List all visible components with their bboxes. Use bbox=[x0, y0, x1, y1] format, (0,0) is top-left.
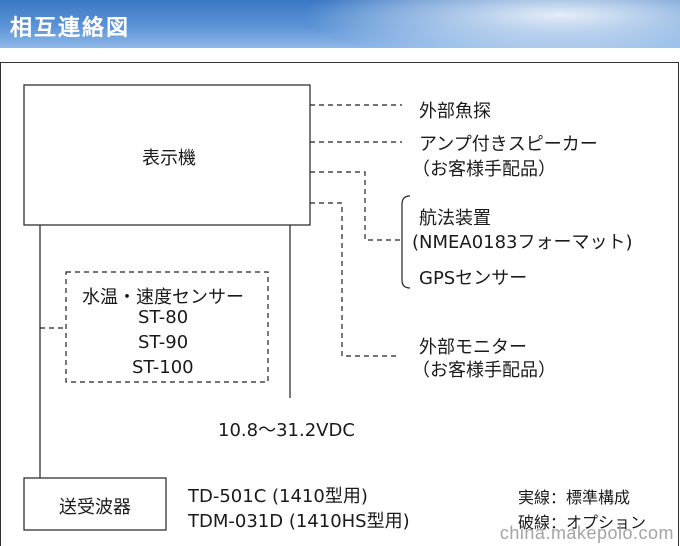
display-unit-label: 表示機 bbox=[142, 148, 196, 169]
sensor-model-3: ST-100 bbox=[132, 357, 194, 378]
section-header: 相互連絡図 bbox=[0, 0, 680, 48]
header-highlight bbox=[300, 0, 680, 48]
sensor-box bbox=[65, 271, 269, 383]
sensor-model-2: ST-90 bbox=[138, 332, 189, 353]
transducer-box bbox=[23, 477, 167, 531]
transducer-model-2: TDM-031D (1410HS型用) bbox=[188, 511, 410, 532]
gps-label: GPSセンサー bbox=[419, 268, 528, 289]
power-label: 10.8～31.2VDC bbox=[218, 420, 355, 441]
legend-solid: 実線：標準構成 bbox=[518, 488, 631, 507]
sensor-model-1: ST-80 bbox=[138, 307, 189, 328]
page-title: 相互連絡図 bbox=[10, 16, 131, 41]
diagram-frame bbox=[0, 62, 679, 546]
monitor-label-2: （お客様手配品） bbox=[412, 360, 556, 381]
transducer-label: 送受波器 bbox=[59, 497, 131, 518]
speaker-label-1: アンプ付きスピーカー bbox=[419, 134, 598, 155]
sounder-label: 外部魚探 bbox=[419, 101, 491, 122]
monitor-label-1: 外部モニター bbox=[419, 337, 527, 358]
sensor-title: 水温・速度センサー bbox=[82, 287, 244, 308]
speaker-label-2: （お客様手配品） bbox=[412, 159, 556, 180]
legend-dashed: 破線：オプション bbox=[518, 513, 647, 532]
nav-label-1: 航法装置 bbox=[419, 208, 491, 229]
nav-bracket bbox=[401, 195, 411, 289]
nav-label-2: (NMEA0183フォーマット) bbox=[412, 232, 633, 253]
transducer-model-1: TD-501C (1410型用) bbox=[188, 486, 368, 507]
watermark: china.makepolo.com bbox=[499, 523, 674, 543]
nav-link bbox=[310, 171, 400, 241]
monitor-link bbox=[310, 202, 400, 357]
display-unit-box bbox=[23, 84, 311, 226]
